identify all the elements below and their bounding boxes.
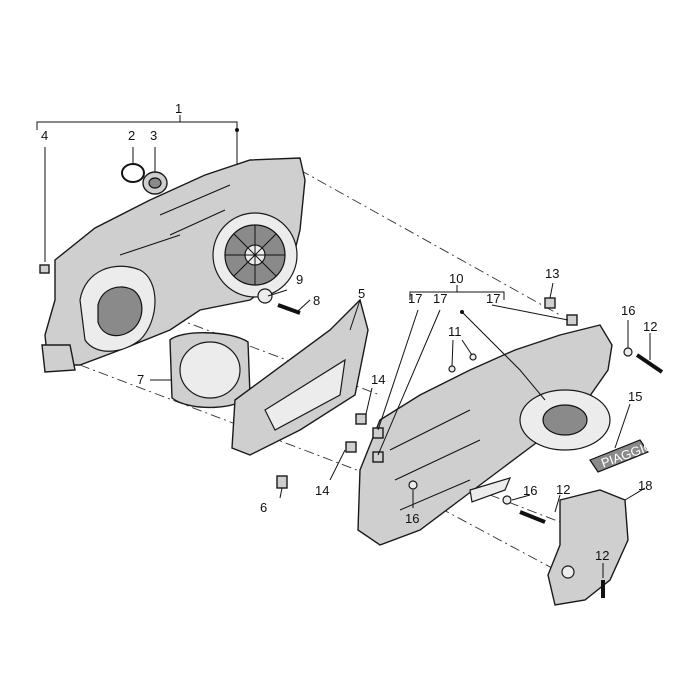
label-16-bottom: 16	[405, 511, 419, 526]
screw-8	[277, 303, 301, 315]
bracket-18	[547, 489, 629, 606]
screw-17	[372, 427, 384, 463]
label-12-top: 12	[643, 319, 657, 334]
label-17-left: 17	[408, 291, 422, 306]
label-18: 18	[638, 478, 652, 493]
clip-9	[257, 288, 273, 304]
spacer-14	[345, 413, 367, 453]
label-15: 15	[628, 389, 642, 404]
label-14-top: 14	[371, 372, 385, 387]
piaggio-badge-15: PIAGGIO	[589, 438, 656, 473]
label-4: 4	[41, 128, 48, 143]
outer-transmission-cover	[41, 157, 306, 373]
label-16-top: 16	[621, 303, 635, 318]
inner-transmission-cover	[357, 324, 613, 546]
label-10: 10	[449, 271, 463, 286]
label-12-mid: 12	[556, 482, 570, 497]
badge-text: PIAGGIO	[599, 438, 656, 471]
label-3: 3	[150, 128, 157, 143]
label-7: 7	[137, 372, 144, 387]
group-bracket-1	[36, 115, 239, 132]
filter-housing-cover-5	[231, 298, 369, 456]
bearing-3	[142, 171, 168, 195]
nut-11	[448, 353, 477, 373]
label-11: 11	[448, 324, 462, 339]
screw-13	[544, 297, 578, 326]
bolt-12-top	[635, 353, 664, 374]
label-12-bottom: 12	[595, 548, 609, 563]
label-17-right: 17	[486, 291, 500, 306]
air-duct-sleeve-7	[169, 332, 251, 409]
label-1: 1	[175, 101, 182, 116]
circlip-2	[121, 163, 145, 183]
washer-16	[408, 347, 633, 505]
label-8: 8	[313, 293, 320, 308]
label-5: 5	[358, 286, 365, 301]
label-6: 6	[260, 500, 267, 515]
label-16-mid: 16	[523, 483, 537, 498]
screw-6	[276, 475, 288, 489]
group-bracket-10	[409, 285, 505, 300]
part-labels: 1 2 3 4 5 6 7 8 9 10 11 12 12 12 13 14 1…	[41, 101, 657, 563]
label-2: 2	[128, 128, 135, 143]
screw-4	[39, 264, 50, 274]
label-9: 9	[296, 272, 303, 287]
label-17-mid: 17	[433, 291, 447, 306]
label-14-bottom: 14	[315, 483, 329, 498]
leader-lines	[44, 130, 651, 578]
bolt-12-mid	[519, 510, 546, 524]
label-13: 13	[545, 266, 559, 281]
